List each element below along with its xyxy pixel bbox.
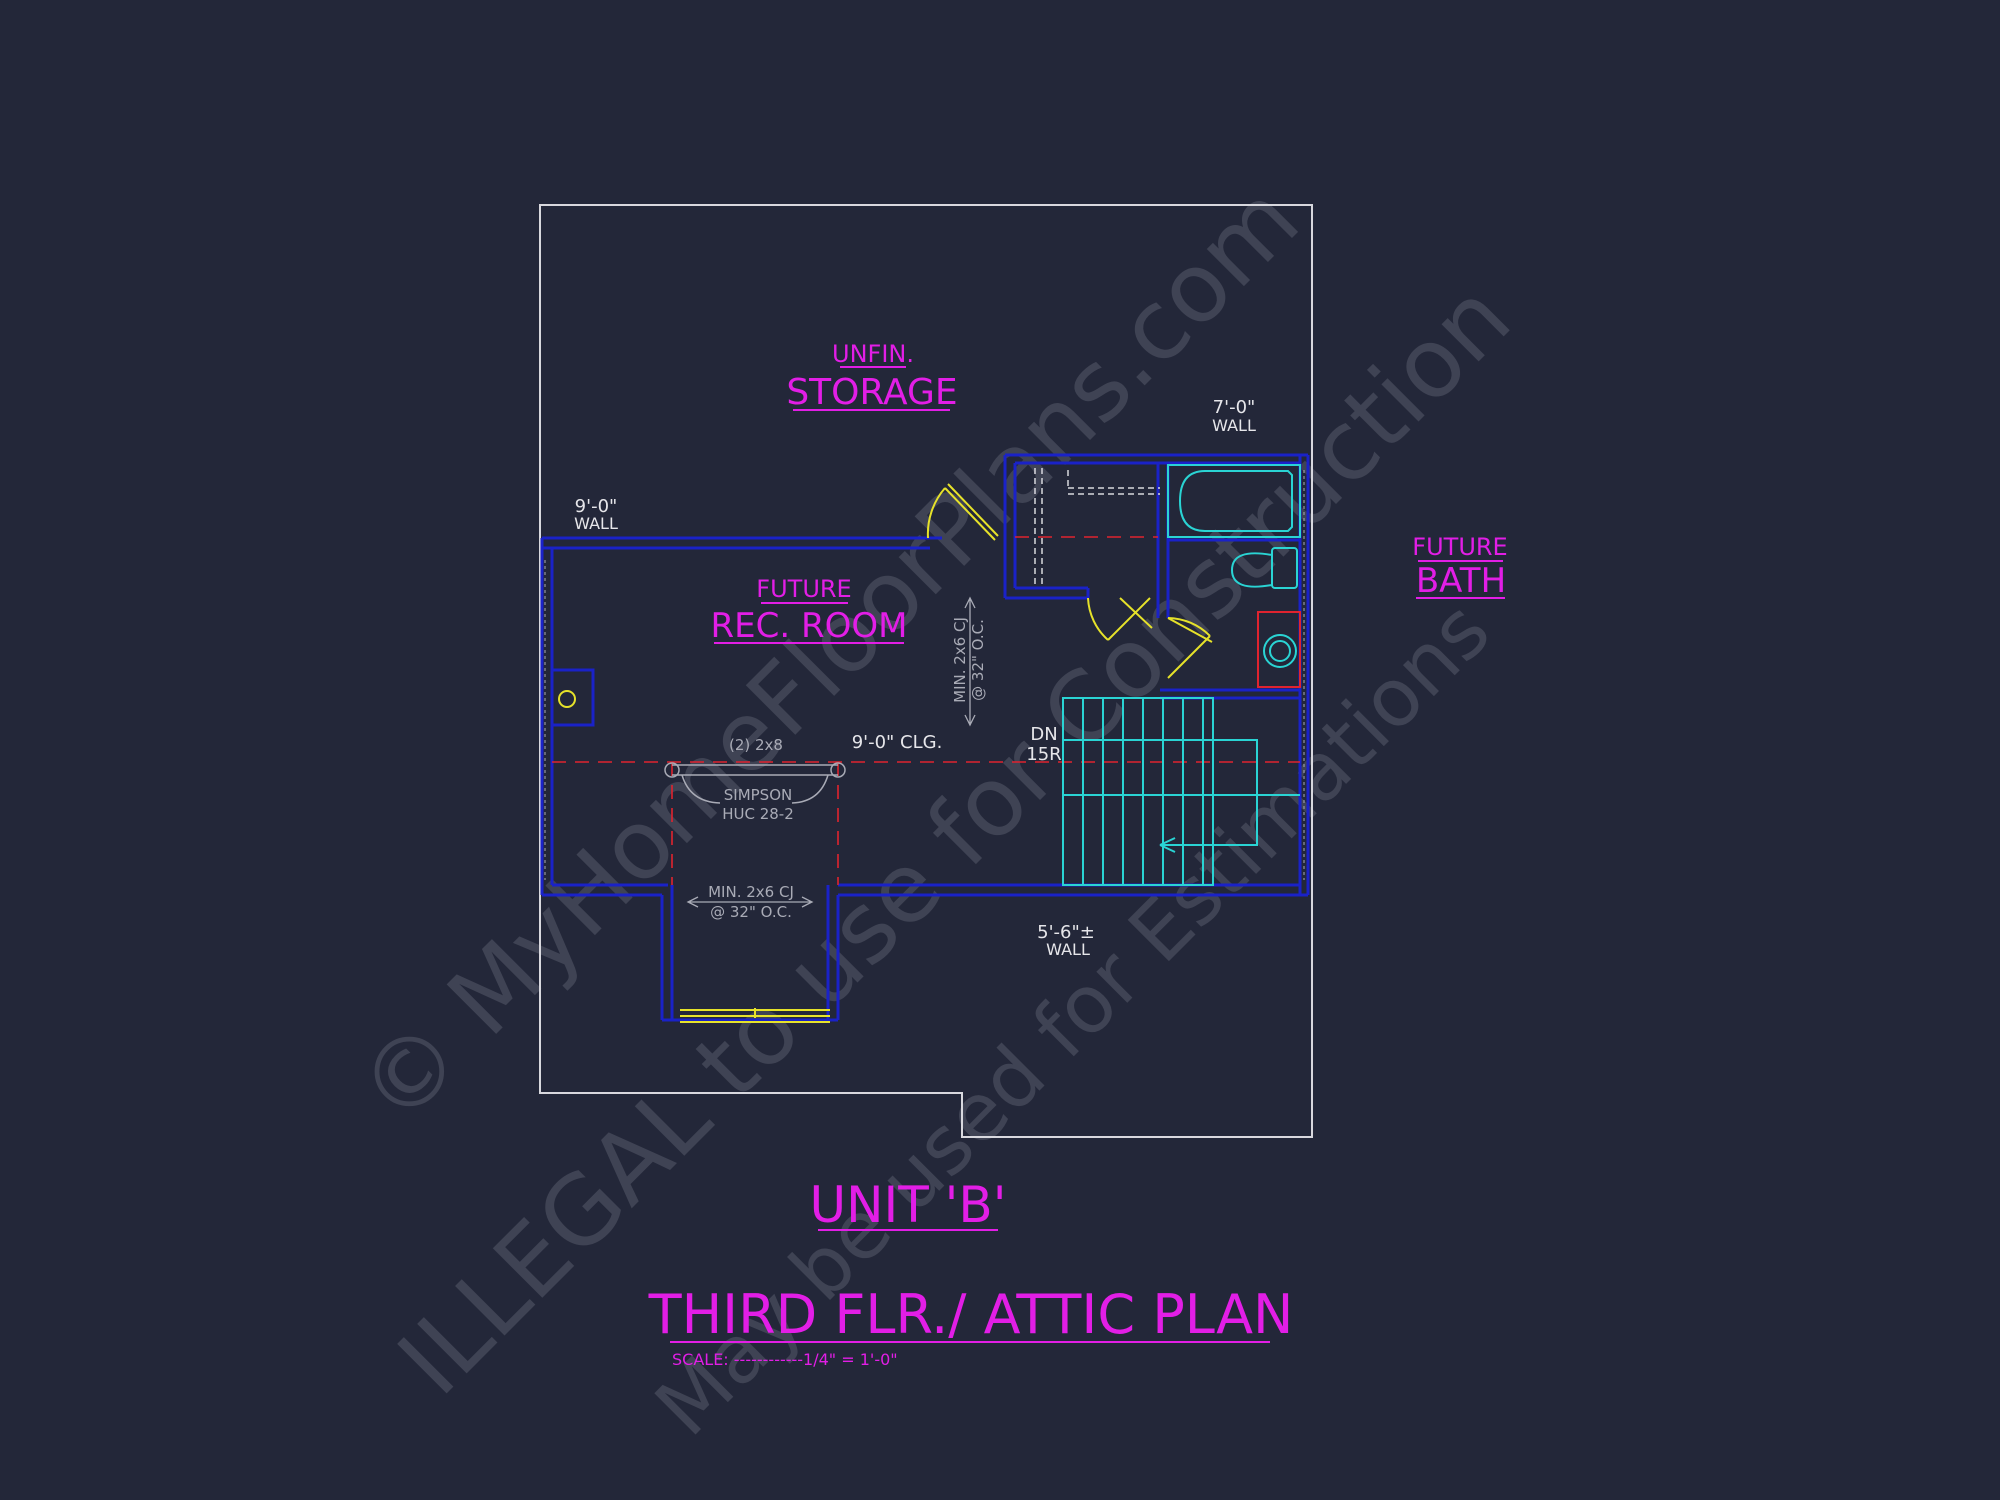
bath-label: BATH xyxy=(1416,561,1506,601)
cj-horizontal-1: MIN. 2x6 CJ xyxy=(708,883,794,901)
window-icon xyxy=(680,1008,830,1023)
wall-56-sub: WALL xyxy=(1046,940,1090,959)
wall-7-sub: WALL xyxy=(1212,416,1256,435)
simpson-label-1: SIMPSON xyxy=(724,786,792,804)
wall-9-label: 9'-0" xyxy=(575,496,618,517)
rec-room-label: REC. ROOM xyxy=(711,606,908,646)
storage-label: STORAGE xyxy=(786,372,957,413)
future-rec-label: FUTURE xyxy=(756,575,851,603)
post-icon xyxy=(558,690,576,708)
wall-9-sub: WALL xyxy=(574,514,618,533)
risers-label: 15R xyxy=(1026,744,1061,765)
toilet-icon xyxy=(1230,547,1298,589)
cj-vertical-2: @ 32" O.C. xyxy=(969,619,987,701)
future-bath-label: FUTURE xyxy=(1412,533,1507,561)
cj-vertical-1: MIN. 2x6 CJ xyxy=(951,617,969,703)
plan-title: THIRD FLR./ ATTIC PLAN xyxy=(648,1283,1294,1346)
dimension-arrows xyxy=(686,596,976,908)
simpson-label-2: HUC 28-2 xyxy=(722,805,794,823)
stair-icon xyxy=(1062,697,1300,886)
sink-icon xyxy=(1257,611,1301,688)
roof-outline xyxy=(539,204,1313,1138)
room-labels: UNFIN. STORAGE FUTURE REC. ROOM FUTURE B… xyxy=(648,340,1508,1369)
wall-56-label: 5'-6"± xyxy=(1037,922,1095,943)
scale-note: SCALE: ------------1/4" = 1'-0" xyxy=(672,1350,898,1369)
wall-hatch xyxy=(544,470,1305,880)
unfin-label: UNFIN. xyxy=(832,340,914,368)
annotations: 7'-0" WALL 9'-0" WALL 9'-0" CLG. DN 15R … xyxy=(574,397,1256,959)
cj-horizontal-2: @ 32" O.C. xyxy=(710,903,792,921)
wall-7-label: 7'-0" xyxy=(1213,397,1256,418)
beam xyxy=(664,762,846,804)
door-swing-icon xyxy=(926,483,1213,679)
two-2x8-label: (2) 2x8 xyxy=(729,736,783,754)
dn-label: DN xyxy=(1030,724,1057,745)
structural-notes: (2) 2x8 SIMPSON HUC 28-2 MIN. 2x6 CJ @ 3… xyxy=(708,617,987,921)
unit-label: UNIT 'B' xyxy=(810,1176,1007,1234)
ceiling-label: 9'-0" CLG. xyxy=(852,732,943,753)
ceiling-joist-lines xyxy=(552,536,1300,885)
bathtub-icon xyxy=(1167,464,1301,538)
closet-shelf xyxy=(1034,468,1160,588)
